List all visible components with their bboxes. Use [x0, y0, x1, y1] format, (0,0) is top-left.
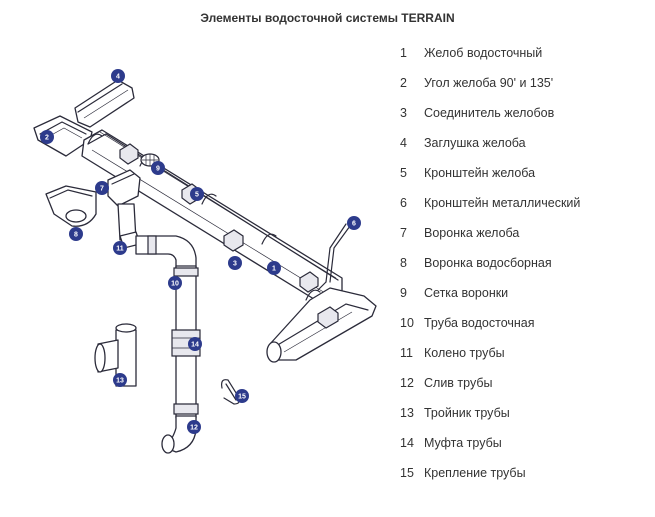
- legend-item-11: 11 Колено трубы: [400, 345, 650, 375]
- badge-1: 1: [267, 261, 281, 275]
- badge-8-label: 8: [74, 232, 78, 239]
- badge-9-label: 9: [156, 166, 160, 173]
- downpipe-illustration: [117, 203, 201, 454]
- badge-15: 15: [235, 389, 249, 403]
- badge-4-label: 4: [116, 74, 120, 81]
- legend-number: 2: [400, 76, 407, 90]
- badge-7-label: 7: [100, 186, 104, 193]
- badge-10: 10: [168, 276, 182, 290]
- legend-number: 15: [400, 466, 414, 480]
- legend-number: 4: [400, 136, 407, 150]
- legend-number: 11: [400, 346, 413, 360]
- legend-label: Труба водосточная: [424, 316, 535, 330]
- legend-label: Крепление трубы: [424, 466, 526, 480]
- legend-label: Кронштейн желоба: [424, 166, 536, 180]
- badge-2: 2: [40, 130, 54, 144]
- badge-13: 13: [113, 373, 127, 387]
- badge-11: 11: [113, 241, 127, 255]
- legend-item-1: 1 Желоб водосточный: [400, 45, 650, 75]
- badge-12: 12: [187, 420, 201, 434]
- legend-number: 1: [400, 46, 407, 60]
- badge-6: 6: [347, 216, 361, 230]
- legend-item-15: 15 Крепление трубы: [400, 465, 650, 495]
- badge-11-label: 11: [116, 246, 124, 253]
- legend-label: Муфта трубы: [424, 436, 502, 450]
- legend-label: Слив трубы: [424, 376, 493, 390]
- legend-item-14: 14 Муфта трубы: [400, 435, 650, 465]
- legend-label: Сетка воронки: [424, 286, 509, 300]
- lower-gutter-illustration: [266, 287, 377, 363]
- legend-number: 7: [400, 226, 407, 240]
- legend-number: 9: [400, 286, 407, 300]
- legend-item-2: 2 Угол желоба 90' и 135': [400, 75, 650, 105]
- legend-label: Соединитель желобов: [424, 106, 555, 120]
- badge-12-label: 12: [190, 425, 198, 432]
- legend-label: Угол желоба 90' и 135': [424, 76, 554, 90]
- badge-6-label: 6: [352, 221, 356, 228]
- legend-item-13: 13 Тройник трубы: [400, 405, 650, 435]
- legend-number: 14: [400, 436, 414, 450]
- legend-item-3: 3 Соединитель желобов: [400, 105, 650, 135]
- badge-13-label: 13: [116, 378, 124, 385]
- badge-2-label: 2: [45, 135, 49, 142]
- tee-illustration: [94, 323, 137, 387]
- legend-item-10: 10 Труба водосточная: [400, 315, 650, 345]
- badge-3: 3: [228, 256, 242, 270]
- legend-number: 6: [400, 196, 407, 210]
- legend-label: Заглушка желоба: [424, 136, 526, 150]
- legend-item-7: 7 Воронка желоба: [400, 225, 650, 255]
- legend-item-9: 9 Сетка воронки: [400, 285, 650, 315]
- legend-item-4: 4 Заглушка желоба: [400, 135, 650, 165]
- legend-item-6: 6 Кронштейн металлический: [400, 195, 650, 225]
- badge-4: 4: [111, 69, 125, 83]
- legend-number: 12: [400, 376, 414, 390]
- badge-15-label: 15: [238, 394, 246, 401]
- badge-1-label: 1: [272, 266, 276, 273]
- badge-5: 5: [190, 187, 204, 201]
- badge-10-label: 10: [171, 281, 179, 288]
- badge-9: 9: [151, 161, 165, 175]
- badge-5-label: 5: [195, 192, 199, 199]
- legend-item-12: 12 Слив трубы: [400, 375, 650, 405]
- legend-number: 8: [400, 256, 407, 270]
- legend-label: Колено трубы: [424, 346, 505, 360]
- legend-number: 10: [400, 316, 414, 330]
- badge-14-label: 14: [191, 342, 199, 349]
- gutter-run-illustration: [33, 79, 343, 305]
- legend-number: 5: [400, 166, 407, 180]
- legend-number: 3: [400, 106, 407, 120]
- legend-label: Воронка желоба: [424, 226, 520, 240]
- badge-7: 7: [95, 181, 109, 195]
- collector-funnel-illustration: [45, 185, 97, 227]
- legend-number: 13: [400, 406, 414, 420]
- legend-label: Желоб водосточный: [424, 46, 543, 60]
- diagram-title: Элементы водосточной системы TERRAIN: [200, 11, 455, 25]
- legend-label: Кронштейн металлический: [424, 196, 581, 210]
- legend-label: Тройник трубы: [424, 406, 510, 420]
- legend-item-5: 5 Кронштейн желоба: [400, 165, 650, 195]
- badge-14: 14: [188, 337, 202, 351]
- components-legend: 1 Желоб водосточный 2 Угол желоба 90' и 13…: [400, 45, 650, 495]
- badge-8: 8: [69, 227, 83, 241]
- legend-item-8: 8 Воронка водосборная: [400, 255, 650, 285]
- badge-3-label: 3: [233, 261, 237, 268]
- legend-label: Воронка водосборная: [424, 256, 552, 270]
